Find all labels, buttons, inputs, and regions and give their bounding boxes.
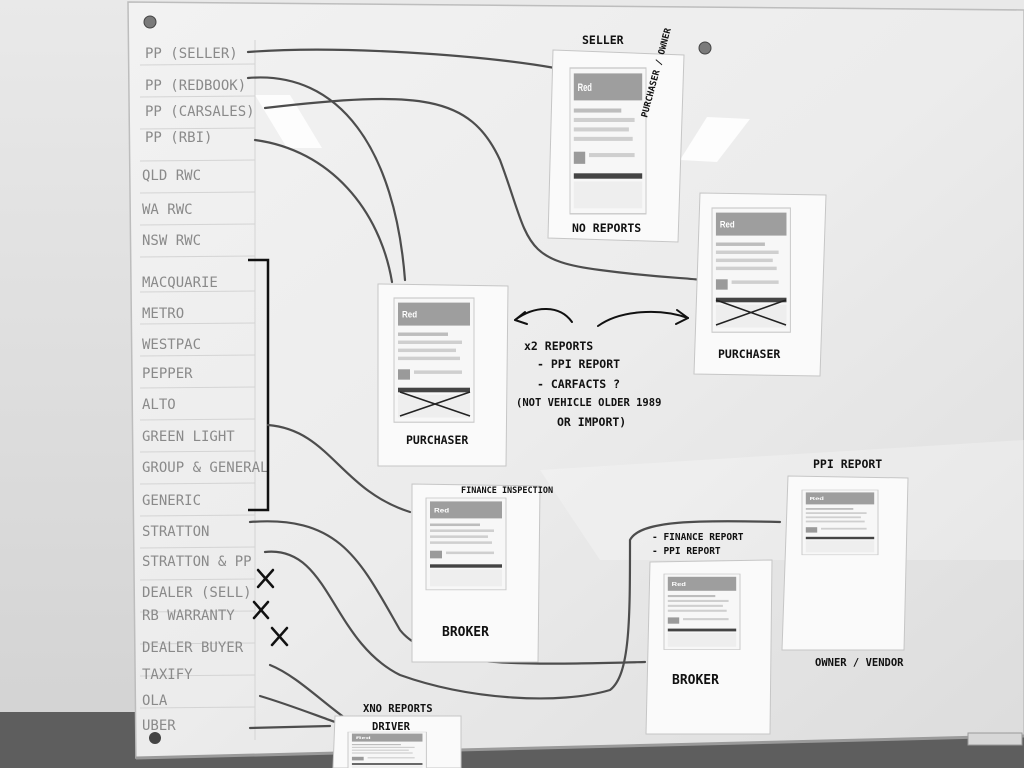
list-item: PP (RBI)	[145, 130, 212, 146]
label-ppi-report-small: - PPI REPORT	[652, 546, 721, 557]
label-note-line1: (NOT VEHICLE OLDER 1989	[516, 397, 661, 409]
cross-mark-dealer-sell	[256, 568, 275, 589]
label-purchaser-right: PURCHASER	[718, 347, 780, 361]
label-carfacts: - CARFACTS ?	[537, 377, 620, 391]
list-item: PP (CARSALES)	[145, 104, 255, 120]
paper-seller	[547, 49, 685, 243]
strike-cross	[715, 299, 787, 326]
list-item: QLD RWC	[142, 168, 201, 184]
cross-mark-rb-warranty	[252, 600, 270, 620]
list-item: UBER	[142, 718, 176, 734]
list-item: GENERIC	[142, 493, 201, 509]
label-ppi-report-title: PPI REPORT	[813, 457, 882, 471]
list-item: ALTO	[142, 397, 176, 413]
list-item: WA RWC	[142, 202, 193, 218]
label-xno-reports: XNO REPORTS	[363, 703, 433, 715]
label-finance-inspection: FINANCE INSPECTION	[461, 486, 553, 496]
list-item: TAXIFY	[142, 667, 193, 683]
connector-lines	[246, 48, 782, 730]
left-list: PP (SELLER) PP (REDBOOK) PP (CARSALES) P…	[142, 46, 268, 734]
cross-marks	[252, 568, 289, 647]
list-item: STRATTON	[142, 524, 209, 540]
double-arrow	[514, 308, 689, 327]
cross-mark-dealer-buyer	[270, 626, 289, 647]
list-item: RB WARRANTY	[142, 608, 235, 624]
list-item: OLA	[142, 693, 168, 709]
mounting-pin	[149, 732, 161, 744]
mounting-pin	[143, 15, 157, 29]
label-finance-report: - FINANCE REPORT	[652, 532, 744, 543]
list-item: PP (REDBOOK)	[145, 78, 246, 94]
paper-broker-left	[411, 483, 541, 663]
list-item: METRO	[142, 306, 184, 322]
list-item: GROUP & GENERAL	[142, 460, 268, 476]
strike-cross	[399, 391, 471, 417]
paper-purchaser-left	[377, 283, 509, 467]
mounting-pin	[698, 41, 712, 55]
label-broker-right: BROKER	[672, 673, 719, 688]
label-note-line2: OR IMPORT)	[557, 415, 626, 429]
paper-ppi-report	[781, 475, 909, 651]
list-item: DEALER BUYER	[142, 640, 244, 656]
glare	[680, 117, 750, 162]
left-list-rules	[139, 40, 256, 740]
label-broker-left: BROKER	[442, 625, 489, 640]
paper-driver	[332, 715, 462, 768]
list-item: GREEN LIGHT	[142, 429, 235, 445]
label-purchaser-left: PURCHASER	[406, 433, 468, 447]
list-item: PEPPER	[142, 366, 193, 382]
label-no-reports: NO REPORTS	[572, 221, 641, 235]
list-item: STRATTON & PP	[142, 554, 252, 570]
list-item: PP (SELLER)	[145, 46, 238, 62]
paper-broker-right	[645, 559, 773, 735]
list-item: NSW RWC	[142, 233, 201, 249]
label-x2-reports: x2 REPORTS	[524, 339, 593, 353]
bracket	[248, 258, 270, 512]
paper-purchaser-right	[693, 192, 827, 377]
list-item: WESTPAC	[142, 337, 201, 353]
list-item: DEALER (SELL)	[142, 585, 252, 601]
list-item: MACQUARIE	[142, 275, 218, 291]
board-tray	[135, 734, 1024, 760]
label-owner-vendor: OWNER / VENDOR	[815, 657, 904, 669]
label-seller: SELLER	[582, 33, 624, 47]
label-driver: DRIVER	[372, 721, 411, 733]
label-ppi-report: - PPI REPORT	[537, 357, 620, 371]
eraser	[967, 732, 1023, 746]
